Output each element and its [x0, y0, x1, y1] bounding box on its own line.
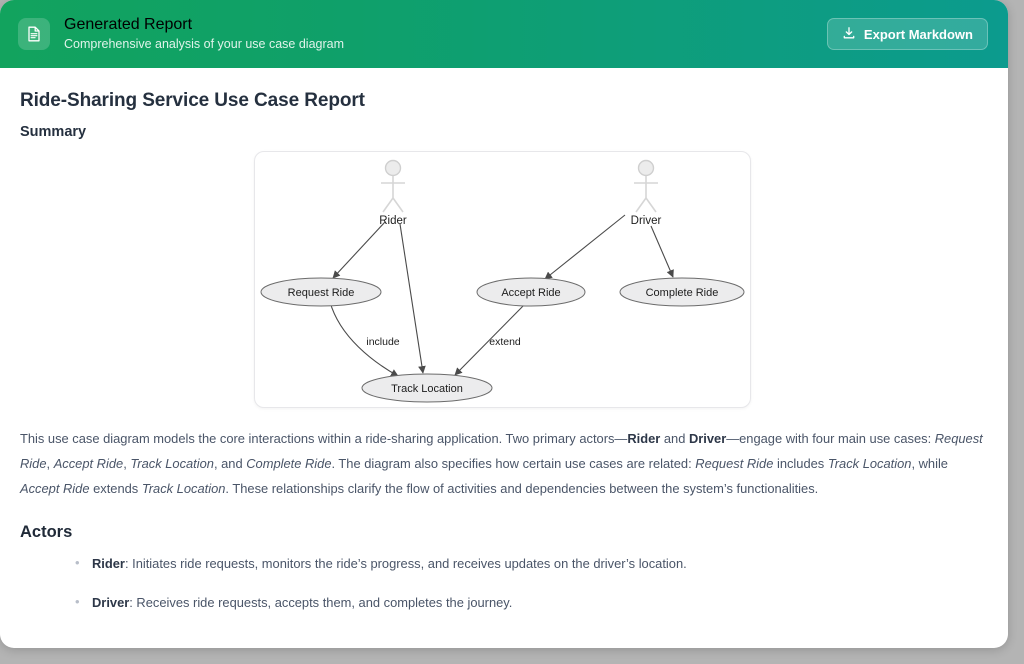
actors-heading: Actors	[20, 523, 73, 541]
summary-text-fragment: Driver	[688, 431, 727, 446]
edge-extend	[453, 301, 527, 376]
summary-text-fragment: extends	[89, 481, 142, 496]
document-text-icon	[18, 18, 50, 50]
summary-text-fragment: , while	[911, 456, 948, 471]
use-case-track-location-label: Track Location	[391, 383, 463, 395]
summary-text-fragment: . The diagram also specifies how certain…	[331, 456, 696, 471]
edge-driver-accept-ride	[543, 214, 625, 280]
actor-rider-label: Rider	[379, 215, 407, 227]
summary-text-fragment: —engage with four main use cases:	[726, 431, 935, 446]
summary-text-fragment: , and	[213, 456, 247, 471]
summary-text-fragment: Accept Ride	[20, 481, 90, 496]
use-case-accept-ride[interactable]: Accept Ride	[476, 277, 585, 307]
actor-rider: Rider	[379, 159, 407, 227]
summary-text-fragment: This use case diagram models the core in…	[20, 431, 628, 446]
summary-paragraph: This use case diagram models the core in…	[20, 426, 984, 501]
summary-text-fragment: includes	[773, 456, 828, 471]
page-title: Ride-Sharing Service Use Case Report	[20, 90, 365, 111]
summary-text-fragment: Track Location	[827, 456, 912, 471]
summary-text-fragment: Rider	[627, 431, 661, 446]
summary-text-fragment: Request Ride	[695, 456, 774, 471]
export-markdown-label: Export Markdown	[863, 26, 973, 42]
summary-text-fragment: Track Location	[141, 481, 226, 496]
summary-text-fragment: ,	[123, 456, 131, 471]
use-case-request-ride[interactable]: Request Ride	[260, 277, 381, 307]
actor-driver: Driver	[630, 159, 661, 227]
summary-text-fragment: Track Location	[130, 456, 214, 471]
edge-include	[328, 301, 399, 377]
use-case-complete-ride[interactable]: Complete Ride	[619, 277, 744, 307]
use-case-complete-ride-label: Complete Ride	[645, 287, 718, 299]
summary-text-fragment: Accept Ride	[53, 456, 124, 471]
header-subtitle: Comprehensive analysis of your use case …	[64, 37, 344, 51]
summary-text-fragment: . These relationships clarify the flow o…	[225, 481, 819, 496]
summary-text-fragment: ,	[46, 456, 54, 471]
export-markdown-button[interactable]: Export Markdown	[826, 18, 988, 50]
actor-driver-label: Driver	[630, 215, 661, 227]
actor-name: Driver	[92, 595, 130, 610]
edge-driver-complete-ride	[649, 225, 674, 278]
summary-text-fragment: and	[660, 431, 689, 446]
actor-name: Rider	[92, 556, 125, 571]
list-item: Driver: Receives ride requests, accepts …	[20, 592, 984, 613]
use-case-track-location[interactable]: Track Location	[361, 373, 492, 403]
summary-heading: Summary	[20, 124, 87, 140]
use-case-accept-ride-label: Accept Ride	[501, 287, 560, 299]
download-icon	[842, 26, 856, 43]
edge-label-extend: extend	[489, 336, 521, 348]
header-title: Generated Report	[64, 16, 193, 33]
summary-text-fragment: Request Ride	[20, 431, 983, 471]
summary-text-fragment: Complete Ride	[246, 456, 332, 471]
edge-rider-track-location	[398, 223, 426, 374]
actor-description: : Initiates ride requests, monitors the …	[124, 556, 687, 571]
header-text-block: Generated Report Comprehensive analysis …	[64, 16, 827, 52]
use-case-diagram-svg: Rider Driver in	[260, 159, 744, 403]
actor-description: : Receives ride requests, accepts them, …	[129, 595, 513, 610]
report-body: Ride-Sharing Service Use Case Report Sum…	[0, 68, 1008, 648]
use-case-diagram-card: Rider Driver in	[253, 151, 751, 408]
actors-list: Rider: Initiates ride requests, monitors…	[20, 553, 984, 613]
edge-label-include: include	[366, 336, 399, 348]
list-item: Rider: Initiates ride requests, monitors…	[20, 553, 984, 574]
edge-rider-request-ride	[331, 221, 385, 279]
use-case-request-ride-label: Request Ride	[287, 287, 354, 299]
report-header: Generated Report Comprehensive analysis …	[0, 0, 1008, 68]
report-window: Generated Report Comprehensive analysis …	[0, 0, 1008, 648]
